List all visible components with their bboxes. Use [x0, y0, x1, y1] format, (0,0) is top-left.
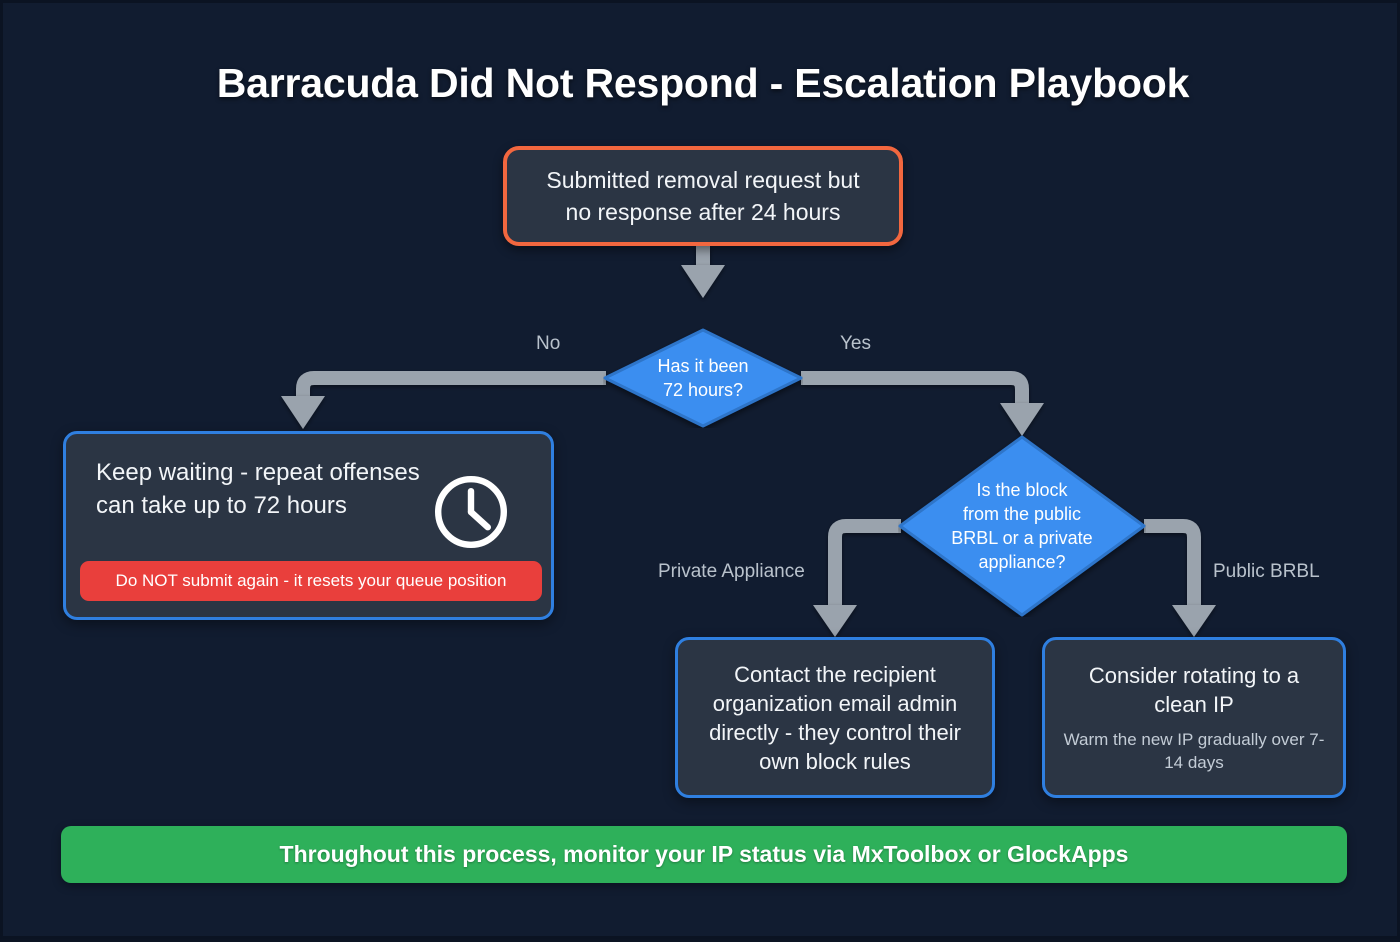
- contact-recipient-node[interactable]: Contact the recipient organization email…: [675, 637, 995, 798]
- page-title: Barracuda Did Not Respond - Escalation P…: [216, 60, 1190, 106]
- decision-node-72-hours[interactable]: Has it been 72 hours?: [603, 328, 803, 428]
- contact-recipient-label: Contact the recipient organization email…: [709, 661, 961, 774]
- edge-public-to-rotate: [1144, 519, 1201, 605]
- connector-layer: [281, 246, 1216, 637]
- edge-private-to-contact: [828, 519, 901, 605]
- footer-banner: Throughout this process, monitor your IP…: [61, 826, 1347, 883]
- arrowhead-start-to-decision1: [681, 265, 725, 298]
- edge-label-public-brbl: Public BRBL: [1213, 561, 1320, 582]
- edge-label-private-appliance: Private Appliance: [658, 561, 805, 582]
- arrowhead-no-to-wait: [281, 396, 325, 429]
- edge-yes-to-decision2: [801, 371, 1029, 403]
- warning-pill: Do NOT submit again - it resets your que…: [80, 561, 542, 601]
- edge-label-no: No: [536, 333, 561, 354]
- start-node-line2: no response after 24 hours: [565, 199, 841, 225]
- arrowhead-private-to-contact: [813, 605, 857, 637]
- diamond-shape: [603, 328, 803, 428]
- warning-pill-label: Do NOT submit again - it resets your que…: [115, 571, 507, 590]
- rotate-ip-label: Consider rotating to a clean IP: [1088, 663, 1300, 717]
- arrowhead-public-to-rotate: [1172, 605, 1216, 637]
- footer-banner-label: Throughout this process, monitor your IP…: [279, 841, 1129, 867]
- clock-icon: [435, 476, 507, 548]
- start-node-line1: Submitted removal request but: [546, 167, 860, 193]
- edge-label-yes: Yes: [840, 333, 871, 354]
- start-node-label: Submitted removal request but no respons…: [532, 164, 873, 228]
- diamond-shape: [898, 435, 1146, 617]
- keep-waiting-node[interactable]: Keep waiting - repeat offenses can take …: [63, 431, 554, 620]
- rotate-ip-node[interactable]: Consider rotating to a clean IP Warm the…: [1042, 637, 1346, 798]
- decision-node-block-source[interactable]: Is the block from the public BRBL or a p…: [898, 435, 1146, 617]
- rotate-ip-subtext: Warm the new IP gradually over 7-14 days: [1063, 730, 1325, 772]
- edge-no-to-wait: [296, 371, 606, 396]
- start-node[interactable]: Submitted removal request but no respons…: [503, 146, 903, 246]
- keep-waiting-headline: Keep waiting - repeat offenses can take …: [96, 459, 420, 519]
- arrowhead-yes-to-decision2: [1000, 403, 1044, 436]
